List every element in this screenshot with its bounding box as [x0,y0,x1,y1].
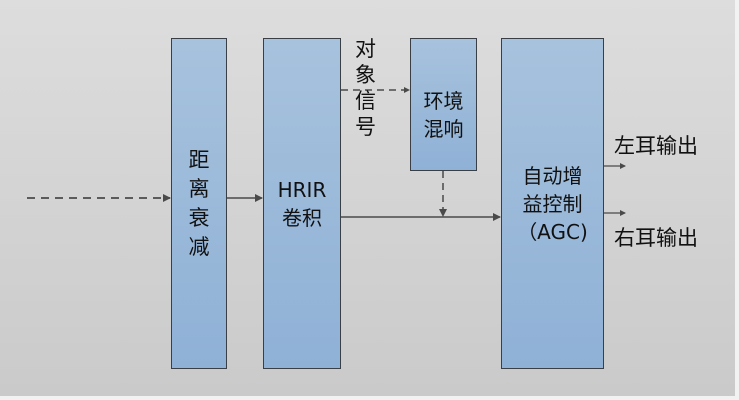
distance-attenuation-label: 距离衰减 [188,147,210,259]
hrir-label-line-2: 卷积 [281,205,322,230]
right-ear-output-label: 右耳输出 [614,226,698,250]
reverb-label-line-1: 环境 [423,89,464,113]
agc-label-line-1: 自动增 [522,163,583,188]
left-ear-output-label: 左耳输出 [614,134,698,158]
distance-attenuation-block: 距离衰减 [171,38,227,369]
agc-block: 自动增 益控制 （AGC) [501,38,604,369]
agc-label-line-2: 益控制 [522,191,583,216]
agc-label: 自动增 益控制 （AGC) [517,162,588,246]
hrir-convolution-label: HRIR 卷积 [278,176,327,232]
environment-reverb-block: 环境 混响 [410,38,477,171]
reverb-label-line-2: 混响 [423,117,464,141]
hrir-label-line-1: HRIR [277,177,327,202]
hrir-convolution-block: HRIR 卷积 [263,38,341,369]
agc-label-line-3: （AGC) [517,219,588,244]
environment-reverb-label: 环境 混响 [424,87,464,143]
object-signal-label: 对象信号 [355,37,376,139]
